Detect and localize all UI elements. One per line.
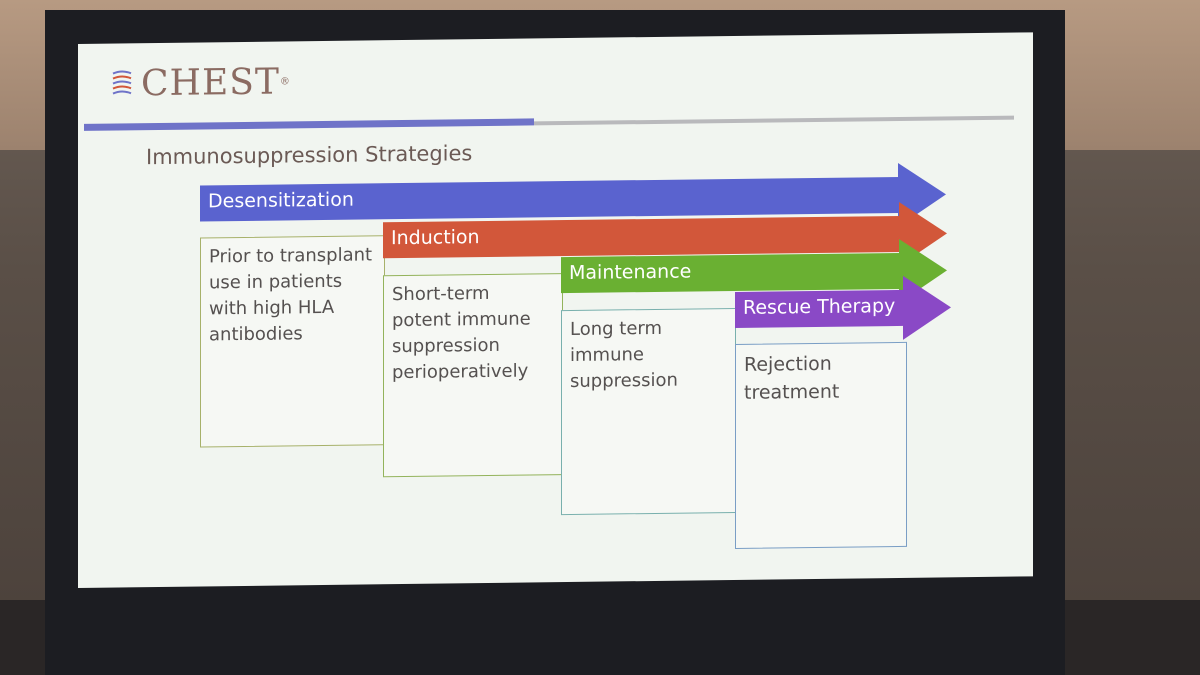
arrow-rescue-therapy: Rescue Therapy xyxy=(735,275,955,340)
arrow-label: Desensitization xyxy=(208,188,354,213)
stage-description: Short-term potent immune suppression per… xyxy=(392,282,531,384)
slide-title: Immunosuppression Strategies xyxy=(146,141,473,170)
arrow-label: Rescue Therapy xyxy=(743,295,896,319)
stage-box-desensitization: Prior to transplant use in patients with… xyxy=(200,235,385,448)
header-rule-gray xyxy=(534,115,1014,126)
presentation-slide: CHEST® Immunosuppression Strategies Prio… xyxy=(78,32,1033,588)
arrow-label: Maintenance xyxy=(569,260,692,285)
arrow-maintenance: Maintenance xyxy=(561,238,951,303)
stage-box-maintenance: Long term immune suppression xyxy=(561,307,736,516)
arrow-induction: Induction xyxy=(383,201,948,266)
stage-description: Rejection treatment xyxy=(744,352,840,404)
chest-logo: CHEST® xyxy=(111,61,290,104)
stage-description: Prior to transplant use in patients with… xyxy=(209,244,373,346)
arrow-label: Induction xyxy=(391,226,480,250)
logo-text: CHEST xyxy=(141,61,280,105)
stage-box-rescue-therapy: Rejection treatment xyxy=(735,341,907,549)
chest-logo-icon xyxy=(112,69,132,94)
stage-box-induction: Short-term potent immune suppression per… xyxy=(383,273,563,478)
arrow-desensitization: Desensitization xyxy=(200,162,946,227)
header-rule-blue xyxy=(84,118,534,131)
stage-description: Long term immune suppression xyxy=(570,317,678,392)
logo-registered-mark: ® xyxy=(279,76,290,88)
